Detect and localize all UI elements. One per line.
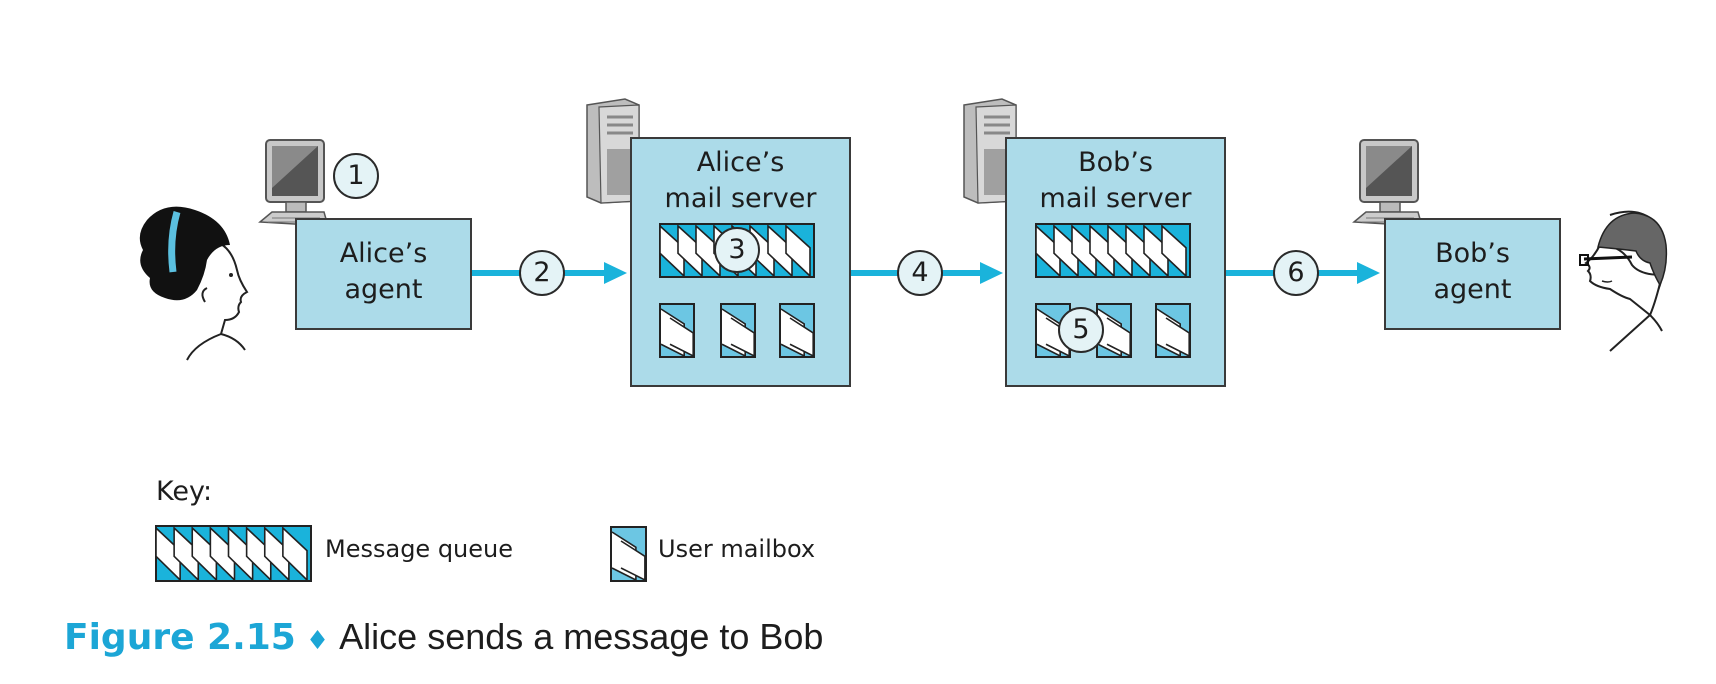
alice-server-label-line1: Alice’s: [696, 147, 785, 178]
queued-message: [191, 526, 218, 582]
queued-message: [767, 224, 793, 278]
queued-message: [1143, 224, 1169, 278]
bob-agent-box: Bob’s agent: [1384, 218, 1561, 330]
alice-agent-label-line1: Alice’s: [339, 238, 428, 269]
step-1-badge: 1: [333, 153, 379, 199]
queued-message: [282, 526, 308, 582]
step-4-badge: 4: [897, 250, 943, 296]
key-message-queue-label: Message queue: [325, 535, 514, 563]
step-3-badge: 3: [714, 227, 760, 273]
bob-agent-label-line2: agent: [1433, 274, 1512, 305]
queued-message: [659, 224, 685, 278]
figure-title: Alice sends a message to Bob: [339, 616, 824, 657]
mailbox-message: [669, 317, 694, 358]
bob-server-label-line1: Bob’s: [1078, 147, 1153, 178]
key-user-mailbox-label: User mailbox: [658, 535, 816, 563]
key-message-queue-icon: [155, 525, 312, 582]
queued-message: [1035, 224, 1061, 278]
step-2-badge: 2: [519, 250, 565, 296]
bob-agent-label-line1: Bob’s: [1435, 238, 1510, 269]
desktop-computer-icon: [1352, 139, 1424, 227]
queued-message: [677, 224, 703, 278]
figure-number: Figure 2.15: [64, 617, 296, 658]
queued-message: [209, 526, 236, 582]
queued-message: [695, 224, 721, 278]
queued-message: [1161, 224, 1187, 278]
caption-separator: ♦: [305, 626, 330, 656]
queued-message: [263, 526, 290, 582]
queued-message: [1071, 224, 1097, 278]
queued-message: [1107, 224, 1133, 278]
queued-message: [155, 526, 181, 582]
queued-message: [227, 526, 254, 582]
alice-user-mailbox: [720, 303, 756, 358]
mailbox-message: [1165, 317, 1190, 358]
alice-server-label-line2: mail server: [664, 183, 817, 214]
queued-message: [173, 526, 200, 582]
alice-agent-box: Alice’s agent: [295, 218, 472, 330]
figure-caption: Figure 2.15 ♦ Alice sends a message to Bob: [64, 616, 823, 658]
key-title: Key:: [156, 476, 213, 507]
server-tower-icon: [586, 98, 640, 204]
queued-message: [785, 224, 811, 278]
alice-user-mailbox: [779, 303, 815, 358]
step-6-badge: 6: [1273, 250, 1319, 296]
mailbox-message: [620, 540, 646, 582]
bob-person-icon: [1579, 210, 1668, 352]
alice-user-mailbox: [659, 303, 695, 358]
key-user-mailbox-icon: [610, 526, 647, 582]
mailbox-message: [730, 317, 755, 358]
queued-message: [1125, 224, 1151, 278]
queued-message: [1053, 224, 1079, 278]
step-5-badge: 5: [1058, 307, 1104, 353]
mailbox-message: [789, 317, 814, 358]
mailbox-message: [1106, 317, 1131, 358]
bob-message-queue: [1035, 223, 1191, 278]
bob-server-label-line2: mail server: [1039, 183, 1192, 214]
bob-user-mailbox: [1155, 303, 1191, 358]
queued-message: [1089, 224, 1115, 278]
alice-agent-label-line2: agent: [344, 274, 423, 305]
alice-person-icon: [139, 206, 249, 361]
queued-message: [245, 526, 272, 582]
